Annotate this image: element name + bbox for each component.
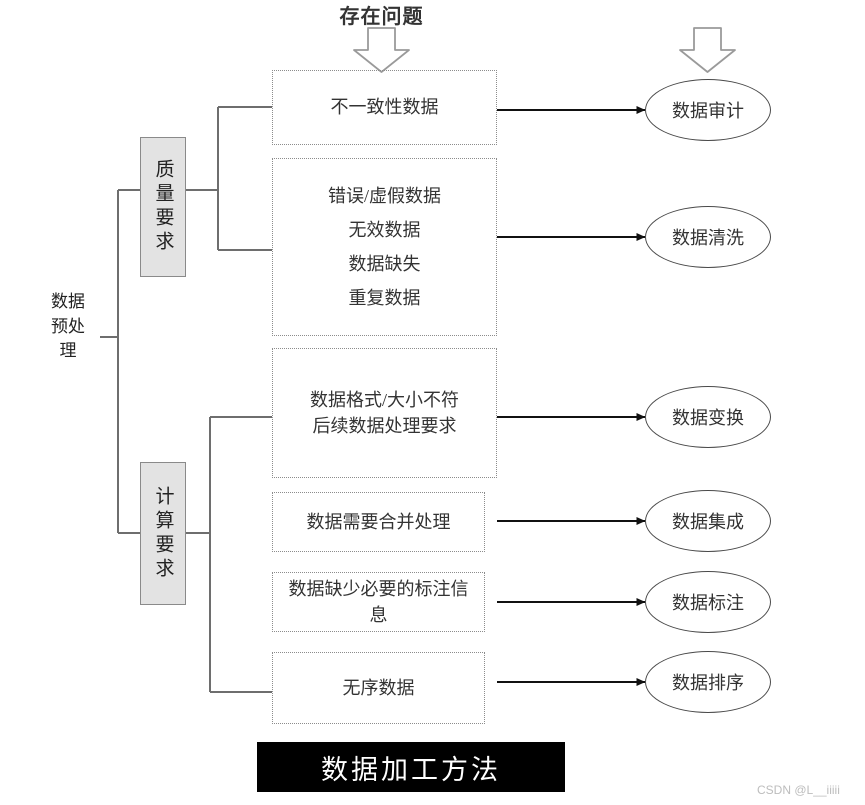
problem-box-format[interactable]: 数据格式/大小不符 后续数据处理要求 (272, 348, 497, 478)
method-label: 数据清洗 (672, 228, 744, 248)
problem-box-unordered[interactable]: 无序数据 (272, 652, 485, 724)
method-label: 数据标注 (672, 593, 744, 613)
method-label: 数据排序 (672, 673, 744, 693)
bottom-banner-label: 数据加工方法 (321, 754, 501, 785)
down-arrow-methods-icon (679, 27, 736, 73)
top-caption-problems: 存在问题 (339, 6, 424, 28)
problem-line: 数据缺失 (348, 254, 421, 274)
method-label: 数据变换 (672, 408, 744, 428)
down-arrow-problems-icon (353, 27, 410, 73)
problem-line: 数据缺少必要的标注信息 (288, 578, 469, 625)
problem-box-dirty[interactable]: 错误/虚假数据 无效数据 数据缺失 重复数据 (272, 158, 497, 336)
category-box-compute[interactable]: 计算要求 (140, 462, 186, 605)
method-label: 数据集成 (672, 512, 744, 532)
problem-line: 错误/虚假数据 (327, 185, 441, 206)
category-box-quality[interactable]: 质量要求 (140, 137, 186, 277)
method-node-cleaning[interactable]: 数据清洗 (645, 206, 771, 268)
problem-line: 无序数据 (342, 677, 415, 698)
problem-line: 数据需要合并处理 (306, 511, 451, 532)
bottom-banner-methods: 数据加工方法 (257, 742, 565, 792)
method-node-integration[interactable]: 数据集成 (645, 490, 771, 552)
problem-box-inconsistent[interactable]: 不一致性数据 (272, 70, 497, 145)
problem-box-annotation[interactable]: 数据缺少必要的标注信息 (272, 572, 485, 632)
problem-line: 不一致性数据 (330, 97, 439, 118)
method-label: 数据审计 (672, 101, 744, 121)
method-node-sorting[interactable]: 数据排序 (645, 651, 771, 713)
method-node-labeling[interactable]: 数据标注 (645, 571, 771, 633)
problem-line: 无效数据 (348, 219, 421, 240)
problem-box-merge[interactable]: 数据需要合并处理 (272, 492, 485, 552)
category-label-quality: 质量要求 (152, 159, 174, 255)
method-node-audit[interactable]: 数据审计 (645, 79, 771, 141)
problem-line: 重复数据 (348, 288, 421, 309)
method-node-transform[interactable]: 数据变换 (645, 386, 771, 448)
problem-line: 数据格式/大小不符 (309, 389, 459, 410)
category-label-compute: 计算要求 (152, 485, 174, 582)
root-label-data-preprocessing: 数据 预处 理 (51, 292, 85, 361)
watermark: CSDN @L__iiiii (757, 783, 840, 797)
problem-line: 后续数据处理要求 (312, 416, 457, 436)
